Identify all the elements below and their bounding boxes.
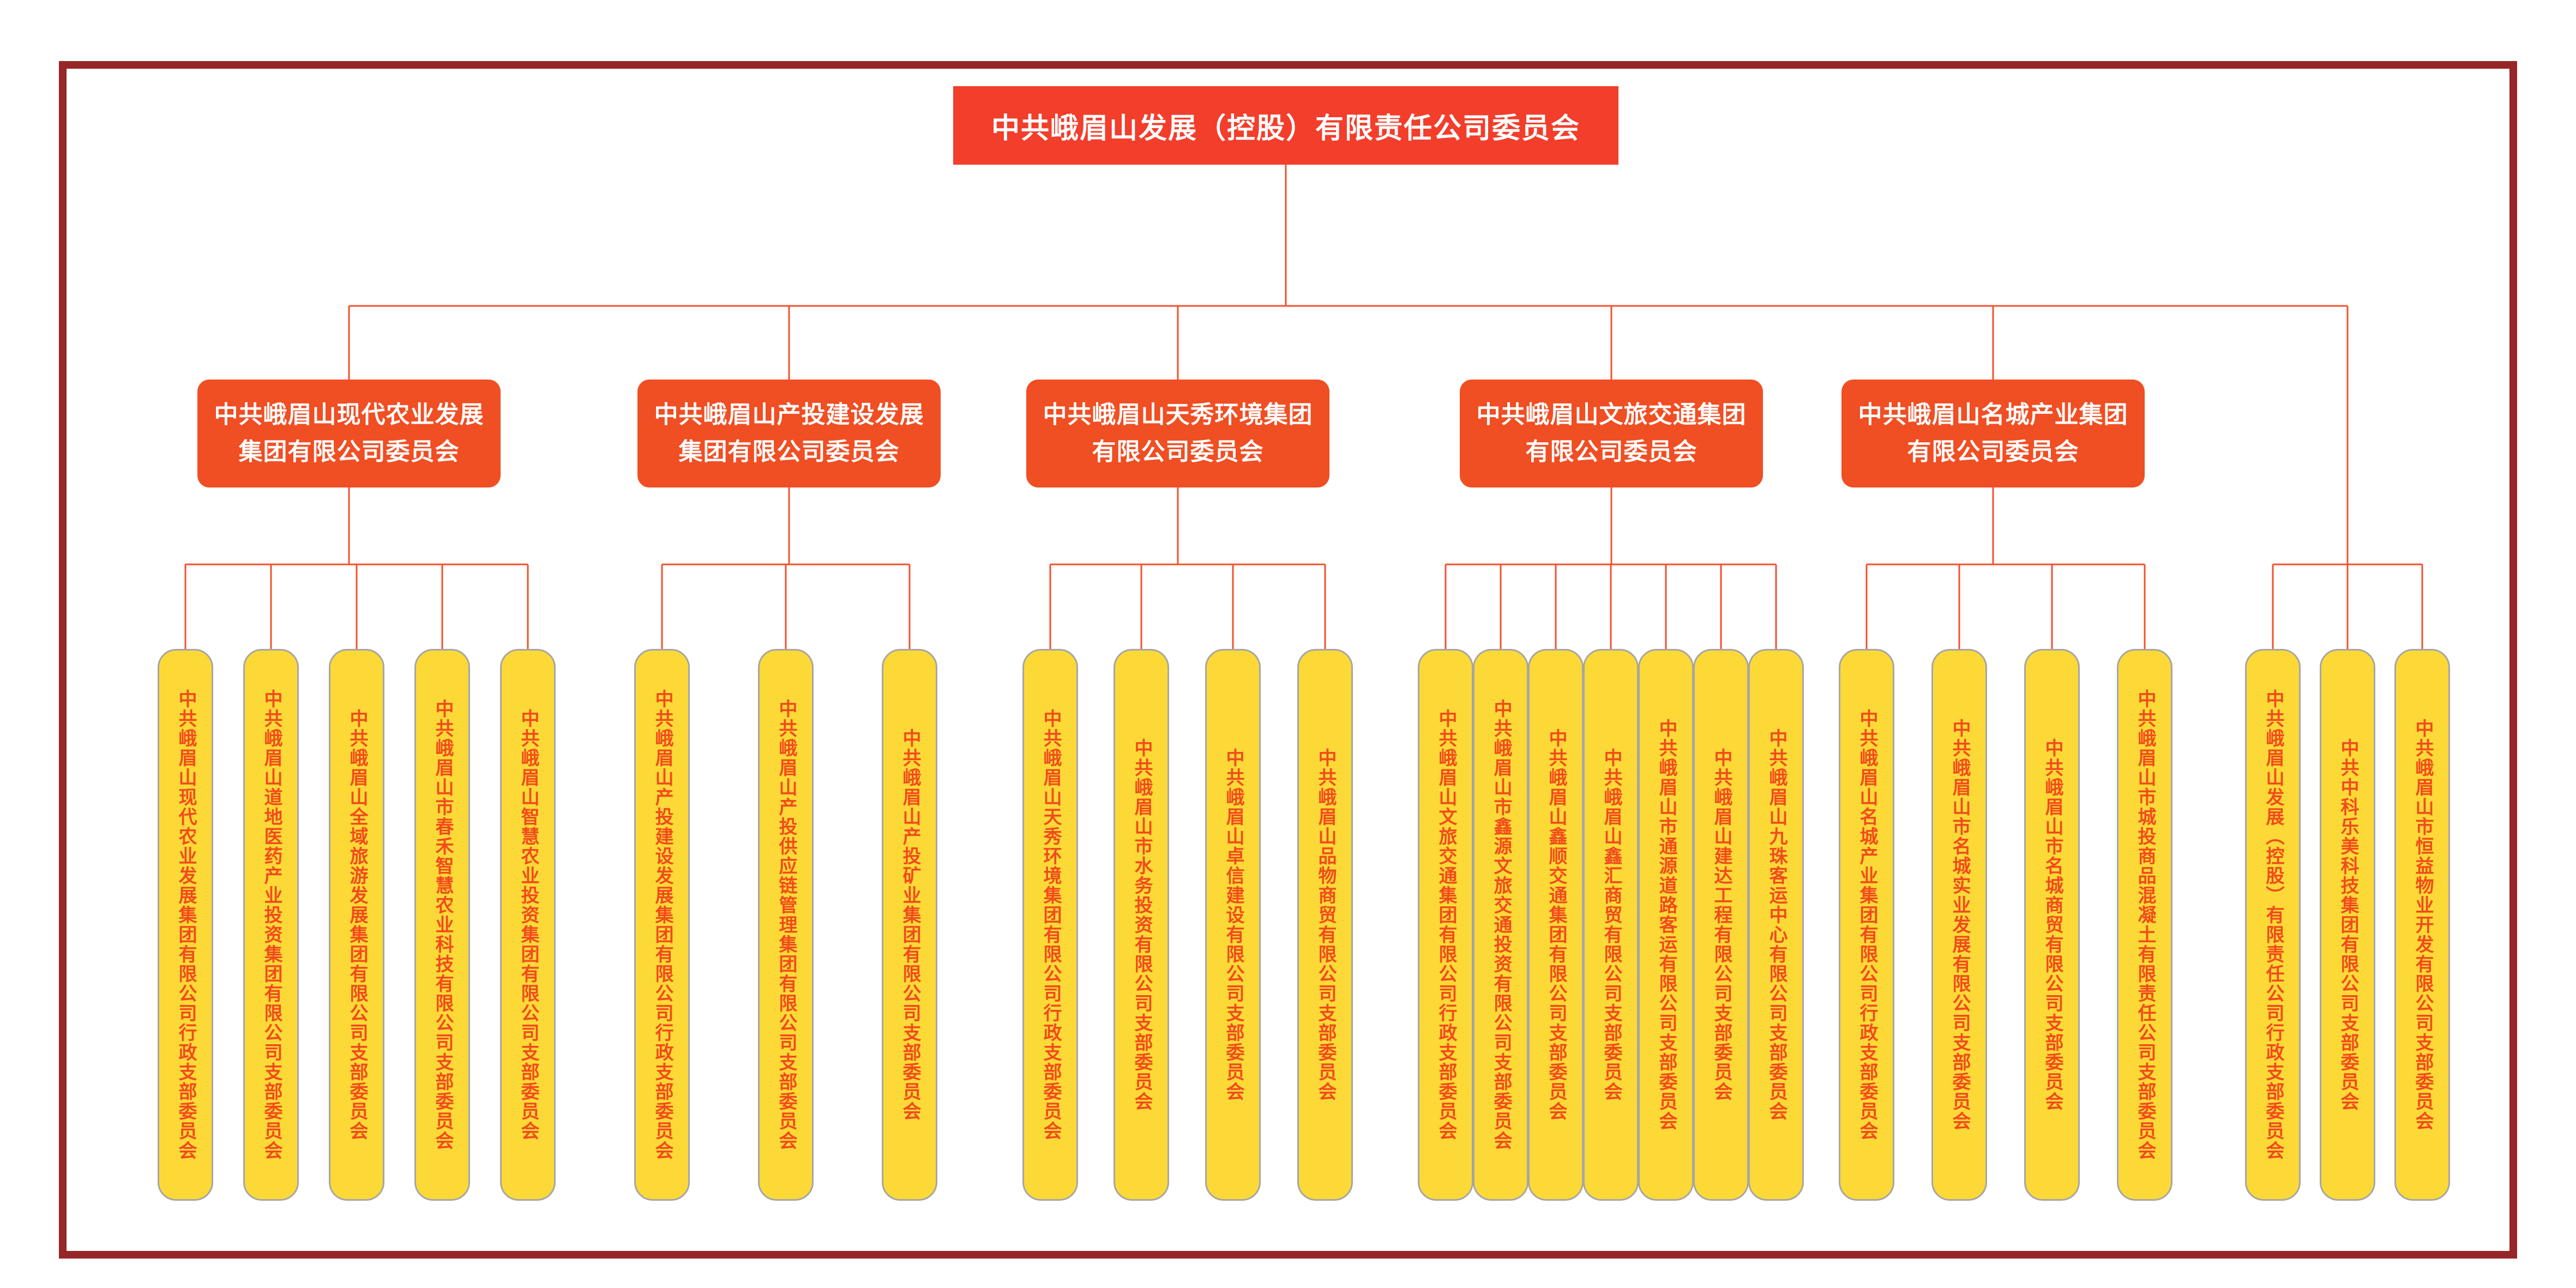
branch-label: 中共峨眉山市城投商品混凝土有限责任公司支部委员会 [2135,689,2155,1160]
branch-label: 中共峨眉山现代农业发展集团有限公司行政支部委员会 [176,689,196,1160]
branch-label: 中共峨眉山市恒益物业开发有限公司支部委员会 [2412,719,2433,1131]
branch-label: 中共峨眉山市名城实业发展有限公司支部委员会 [1949,719,1970,1131]
branch-box: 中共峨眉山产投矿业集团有限公司支部委员会 [882,649,937,1201]
group-label-line: 有限公司委员会 [1525,438,1698,465]
root-committee-label: 中共峨眉山发展（控股）有限责任公司委员会 [991,113,1580,145]
branch-label: 中共峨眉山名城产业集团有限公司行政支部委员会 [1857,709,1877,1141]
group-label-line: 集团有限公司委员会 [678,438,900,465]
branch-box: 中共峨眉山产投建设发展集团有限公司行政支部委员会 [634,649,690,1201]
branch-label: 中共峨眉山市鑫源文旅交通投资有限公司支部委员会 [1491,699,1511,1151]
group-label-line: 中共峨眉山天秀环境集团 [1043,401,1313,428]
branch-label: 中共峨眉山产投供应链管理集团有限公司支部委员会 [776,699,796,1151]
branch-box: 中共峨眉山市水务投资有限公司支部委员会 [1114,649,1169,1201]
root-committee-box: 中共峨眉山发展（控股）有限责任公司委员会 [953,86,1618,165]
group-label-line: 中共峨眉山名城产业集团 [1858,401,2128,428]
branch-box: 中共峨眉山建达工程有限公司支部委员会 [1693,649,1749,1201]
branch-label: 中共峨眉山市通源道路客运有限公司支部委员会 [1656,719,1676,1131]
branch-label: 中共峨眉山建达工程有限公司支部委员会 [1711,748,1731,1102]
group-label-line: 中共峨眉山产投建设发展 [654,401,924,428]
branch-label: 中共峨眉山九珠客运中心有限公司支部委员会 [1766,729,1786,1121]
group-box-chantou-construction: 中共峨眉山产投建设发展 集团有限公司委员会 [637,380,941,487]
branch-box: 中共峨眉山鑫汇商贸有限公司支部委员会 [1583,649,1639,1201]
branch-box: 中共峨眉山九珠客运中心有限公司支部委员会 [1748,649,1804,1201]
branch-box: 中共峨眉山智慧农业投资集团有限公司支部委员会 [500,649,556,1201]
branch-label: 中共峨眉山鑫顺交通集团有限公司支部委员会 [1546,729,1566,1121]
branch-box: 中共峨眉山品物商贸有限公司支部委员会 [1297,649,1353,1201]
branch-box: 中共中科乐美科技集团有限公司支部委员会 [2320,649,2375,1201]
branch-box: 中共峨眉山现代农业发展集团有限公司行政支部委员会 [158,649,213,1201]
branch-box: 中共峨眉山市名城商贸有限公司支部委员会 [2024,649,2080,1201]
branch-label: 中共峨眉山市春禾智慧农业科技有限公司支部委员会 [432,699,453,1151]
branch-label: 中共峨眉山产投矿业集团有限公司支部委员会 [900,729,920,1121]
branch-box: 中共峨眉山市城投商品混凝土有限责任公司支部委员会 [2117,649,2172,1201]
group-box-tianxiu-environment: 中共峨眉山天秀环境集团 有限公司委员会 [1026,380,1329,487]
branch-label: 中共中科乐美科技集团有限公司支部委员会 [2338,738,2358,1111]
branch-label: 中共峨眉山文旅交通集团有限公司行政支部委员会 [1436,709,1456,1141]
branch-label: 中共峨眉山全域旅游发展集团有限公司支部委员会 [347,709,367,1141]
branch-box: 中共峨眉山市恒益物业开发有限公司支部委员会 [2394,649,2450,1201]
group-label-line: 中共峨眉山文旅交通集团 [1476,401,1747,428]
branch-label: 中共峨眉山鑫汇商贸有限公司支部委员会 [1601,748,1621,1102]
branch-label: 中共峨眉山市名城商贸有限公司支部委员会 [2042,738,2062,1111]
branch-box: 中共峨眉山鑫顺交通集团有限公司支部委员会 [1528,649,1584,1201]
branch-box: 中共峨眉山市通源道路客运有限公司支部委员会 [1638,649,1694,1201]
group-box-mingcheng-industry: 中共峨眉山名城产业集团 有限公司委员会 [1841,380,2145,487]
branch-box: 中共峨眉山道地医药产业投资集团有限公司支部委员会 [243,649,299,1201]
branch-label: 中共峨眉山市水务投资有限公司支部委员会 [1131,738,1152,1111]
group-box-modern-agriculture: 中共峨眉山现代农业发展 集团有限公司委员会 [197,380,501,487]
branch-box: 中共峨眉山市鑫源文旅交通投资有限公司支部委员会 [1473,649,1528,1201]
branch-label: 中共峨眉山道地医药产业投资集团有限公司支部委员会 [261,689,281,1160]
branch-box: 中共峨眉山市春禾智慧农业科技有限公司支部委员会 [414,649,470,1201]
branch-box: 中共峨眉山发展（控股）有限责任公司行政支部委员会 [2245,649,2301,1201]
branch-label: 中共峨眉山发展（控股）有限责任公司行政支部委员会 [2263,689,2283,1160]
group-box-wenlv-transport: 中共峨眉山文旅交通集团 有限公司委员会 [1460,380,1763,487]
branch-box: 中共峨眉山卓信建设有限公司支部委员会 [1205,649,1261,1201]
branch-box: 中共峨眉山产投供应链管理集团有限公司支部委员会 [758,649,814,1201]
branch-box: 中共峨眉山文旅交通集团有限公司行政支部委员会 [1418,649,1473,1201]
branch-label: 中共峨眉山产投建设发展集团有限公司行政支部委员会 [652,689,672,1160]
group-label-line: 有限公司委员会 [1092,438,1264,465]
branch-box: 中共峨眉山天秀环境集团有限公司行政支部委员会 [1022,649,1078,1201]
branch-label: 中共峨眉山卓信建设有限公司支部委员会 [1223,748,1243,1102]
group-label-line: 集团有限公司委员会 [238,438,460,465]
branch-box: 中共峨眉山名城产业集团有限公司行政支部委员会 [1839,649,1894,1201]
branch-label: 中共峨眉山品物商贸有限公司支部委员会 [1315,748,1335,1102]
branch-box: 中共峨眉山全域旅游发展集团有限公司支部委员会 [329,649,384,1201]
branch-label: 中共峨眉山天秀环境集团有限公司行政支部委员会 [1040,709,1061,1141]
group-label-line: 有限公司委员会 [1907,438,2079,465]
branch-label: 中共峨眉山智慧农业投资集团有限公司支部委员会 [518,709,538,1141]
branch-box: 中共峨眉山市名城实业发展有限公司支部委员会 [1931,649,1987,1201]
group-label-line: 中共峨眉山现代农业发展 [214,401,484,428]
